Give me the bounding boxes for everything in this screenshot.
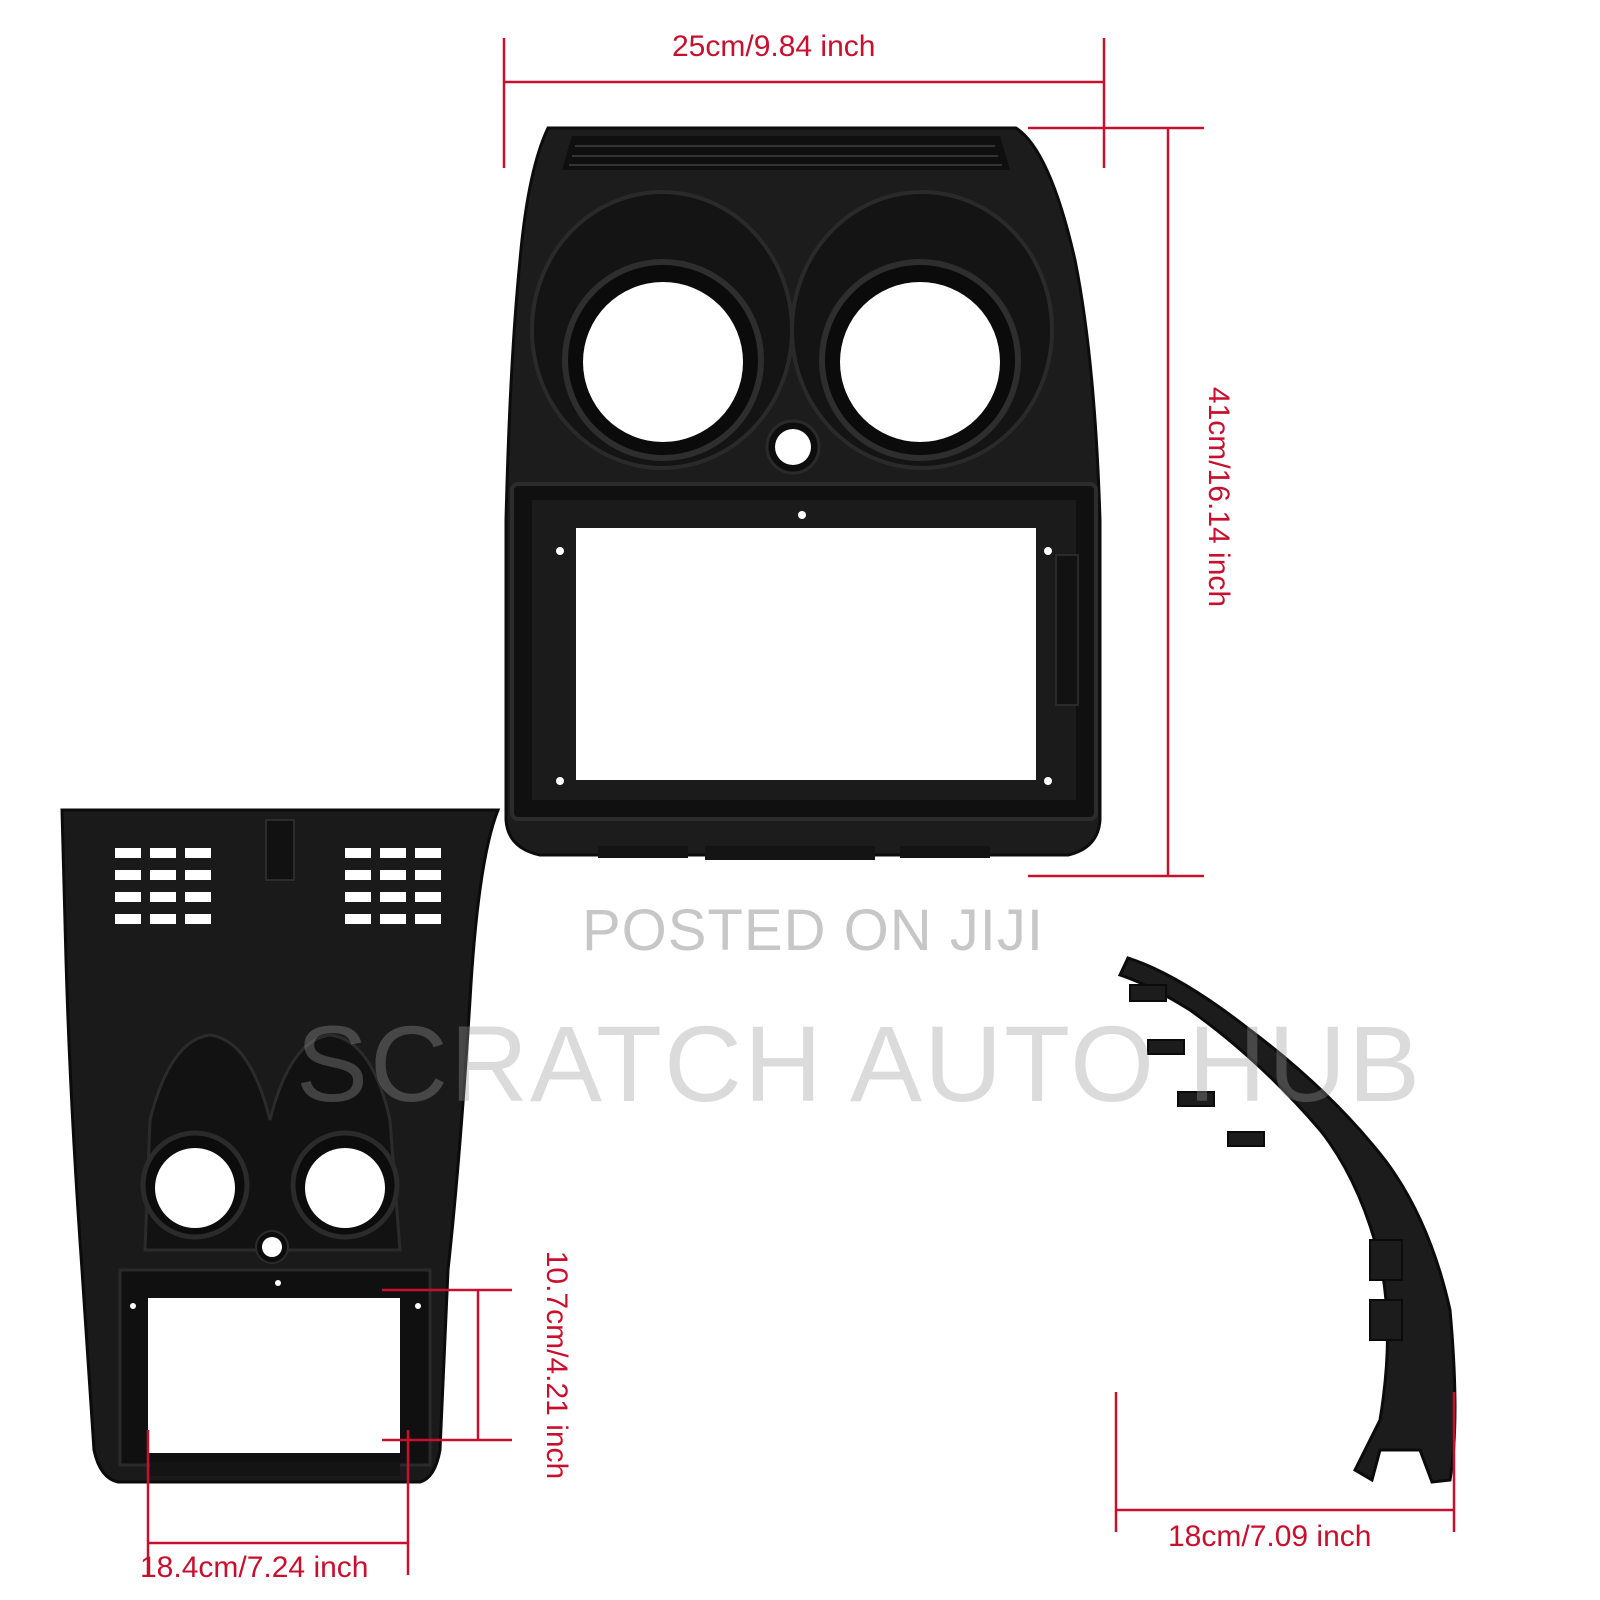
watermark-brand: SCRATCH AUTO HUB xyxy=(296,1003,1423,1124)
dimension-lines xyxy=(146,38,1456,1575)
main-height-label: 41cm/16.14 inch xyxy=(1202,386,1235,608)
watermark-posted-on: POSTED ON JIJI xyxy=(582,898,1044,963)
side-profile-panel xyxy=(1117,956,1457,1484)
screen-width-label: 18.4cm/7.24 inch xyxy=(140,1551,369,1584)
side-depth-label: 18cm/7.09 inch xyxy=(1168,1520,1372,1553)
front-view-panel xyxy=(504,126,1102,860)
main-width-label: 25cm/9.84 inch xyxy=(672,30,876,63)
screen-height-label: 10.7cm/4.21 inch xyxy=(540,1250,573,1480)
rear-view-panel xyxy=(60,808,501,1484)
